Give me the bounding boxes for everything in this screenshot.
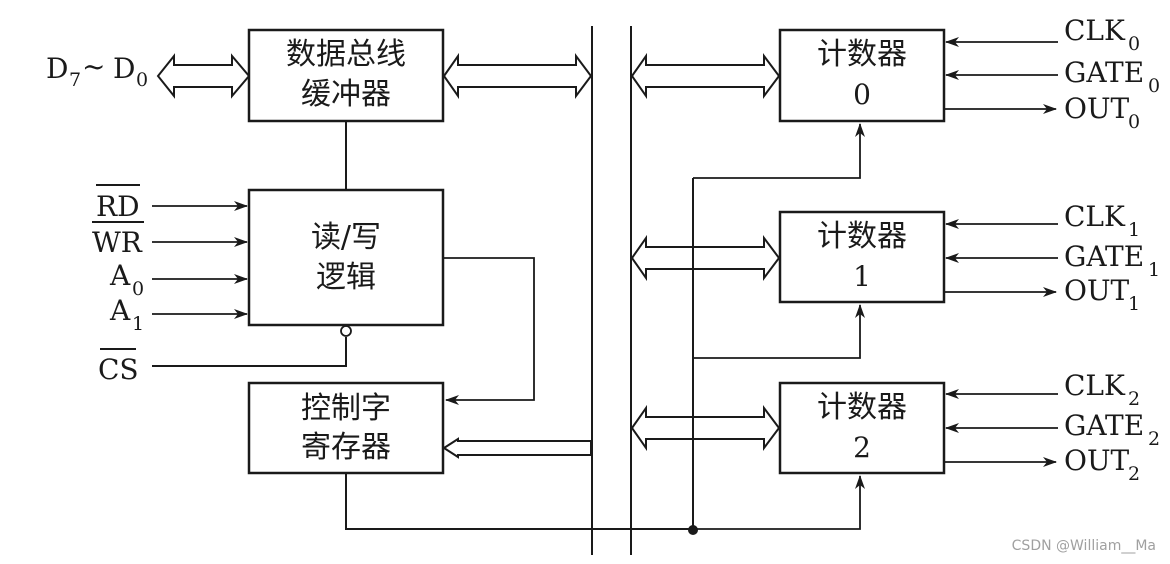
cs-input-line bbox=[152, 337, 347, 367]
a1-subscript: 1 bbox=[132, 313, 144, 335]
external-data-bus-arrow bbox=[156, 53, 251, 99]
d7-subscript: 7 bbox=[69, 69, 81, 91]
buffer-label-line1: 数据总线 bbox=[286, 37, 406, 72]
counter2-block bbox=[778, 381, 946, 475]
rw-label-line1: 读/写 bbox=[311, 220, 381, 255]
control-to-counter2-line bbox=[693, 475, 865, 530]
counter2-number: 2 bbox=[853, 431, 871, 464]
counter0-signals bbox=[944, 37, 1058, 114]
buffer-label-line2: 缓冲器 bbox=[301, 77, 391, 112]
counter1-label: 计数器 bbox=[817, 219, 907, 254]
a0-label: A bbox=[109, 259, 131, 292]
d0-subscript: 0 bbox=[136, 69, 148, 91]
range-tilde: ~ bbox=[82, 50, 105, 83]
out1-label: OUT bbox=[1064, 274, 1130, 307]
buffer-to-bus-arrow bbox=[442, 52, 593, 100]
watermark: CSDN @William__Ma bbox=[1011, 538, 1156, 554]
counter1-labels: CLK 1 GATE 1 OUT 1 bbox=[1064, 200, 1160, 315]
out2-label: OUT bbox=[1064, 444, 1130, 477]
control-label-line2: 寄存器 bbox=[301, 430, 391, 465]
rd-label: RD bbox=[96, 190, 140, 223]
junction-dot bbox=[688, 525, 698, 535]
counter2-label: 计数器 bbox=[817, 390, 907, 425]
gate1-subscript: 1 bbox=[1148, 259, 1160, 281]
clk1-label: CLK bbox=[1064, 200, 1126, 233]
out0-label: OUT bbox=[1064, 92, 1130, 125]
wr-label: WR bbox=[92, 226, 143, 259]
cs-inversion-bubble bbox=[340, 325, 352, 337]
gate1-label: GATE bbox=[1064, 240, 1144, 273]
out1-subscript: 1 bbox=[1128, 293, 1140, 315]
counter0-labels: CLK 0 GATE 0 OUT 0 bbox=[1064, 14, 1160, 133]
gate2-subscript: 2 bbox=[1148, 428, 1160, 450]
control-to-counters-line bbox=[345, 473, 693, 530]
d0-letter: D bbox=[113, 52, 135, 85]
cs-label: CS bbox=[98, 353, 139, 386]
clk2-subscript: 2 bbox=[1128, 388, 1140, 410]
data-bus-label: D 7 ~ D 0 bbox=[46, 50, 148, 91]
gate0-subscript: 0 bbox=[1148, 75, 1160, 97]
bus-to-control-register-arrow bbox=[442, 437, 592, 459]
control-label-line1: 控制字 bbox=[301, 391, 391, 426]
out0-subscript: 0 bbox=[1128, 111, 1140, 133]
control-to-counter1-line bbox=[693, 304, 865, 359]
clk0-label: CLK bbox=[1064, 14, 1126, 47]
out2-subscript: 2 bbox=[1128, 463, 1140, 485]
counter1-signals bbox=[944, 219, 1058, 297]
counter1-number: 1 bbox=[853, 260, 871, 293]
control-to-counter0-line bbox=[693, 123, 865, 179]
a0-subscript: 0 bbox=[132, 278, 144, 300]
counter0-block bbox=[778, 28, 946, 123]
a1-label: A bbox=[109, 294, 131, 327]
counter2-signals bbox=[944, 389, 1058, 467]
clk0-subscript: 0 bbox=[1128, 33, 1140, 55]
control-word-register-block bbox=[247, 381, 445, 475]
bus-to-counter2-arrow bbox=[630, 404, 781, 452]
clk1-subscript: 1 bbox=[1128, 219, 1140, 241]
bus-to-counter1-arrow bbox=[630, 234, 781, 282]
counter0-number: 0 bbox=[853, 78, 871, 111]
data-bus-buffer-block bbox=[247, 28, 445, 123]
d7-letter: D bbox=[46, 52, 68, 85]
counter1-block bbox=[778, 210, 946, 304]
counter2-labels: CLK 2 GATE 2 OUT 2 bbox=[1064, 369, 1160, 485]
rw-label-line2: 逻辑 bbox=[316, 260, 376, 295]
rw-logic-block bbox=[247, 188, 445, 327]
clk2-label: CLK bbox=[1064, 369, 1126, 402]
rw-to-control-line bbox=[443, 257, 535, 405]
bus-to-counter0-arrow bbox=[630, 52, 781, 100]
gate2-label: GATE bbox=[1064, 409, 1144, 442]
gate0-label: GATE bbox=[1064, 56, 1144, 89]
counter0-label: 计数器 bbox=[817, 37, 907, 72]
